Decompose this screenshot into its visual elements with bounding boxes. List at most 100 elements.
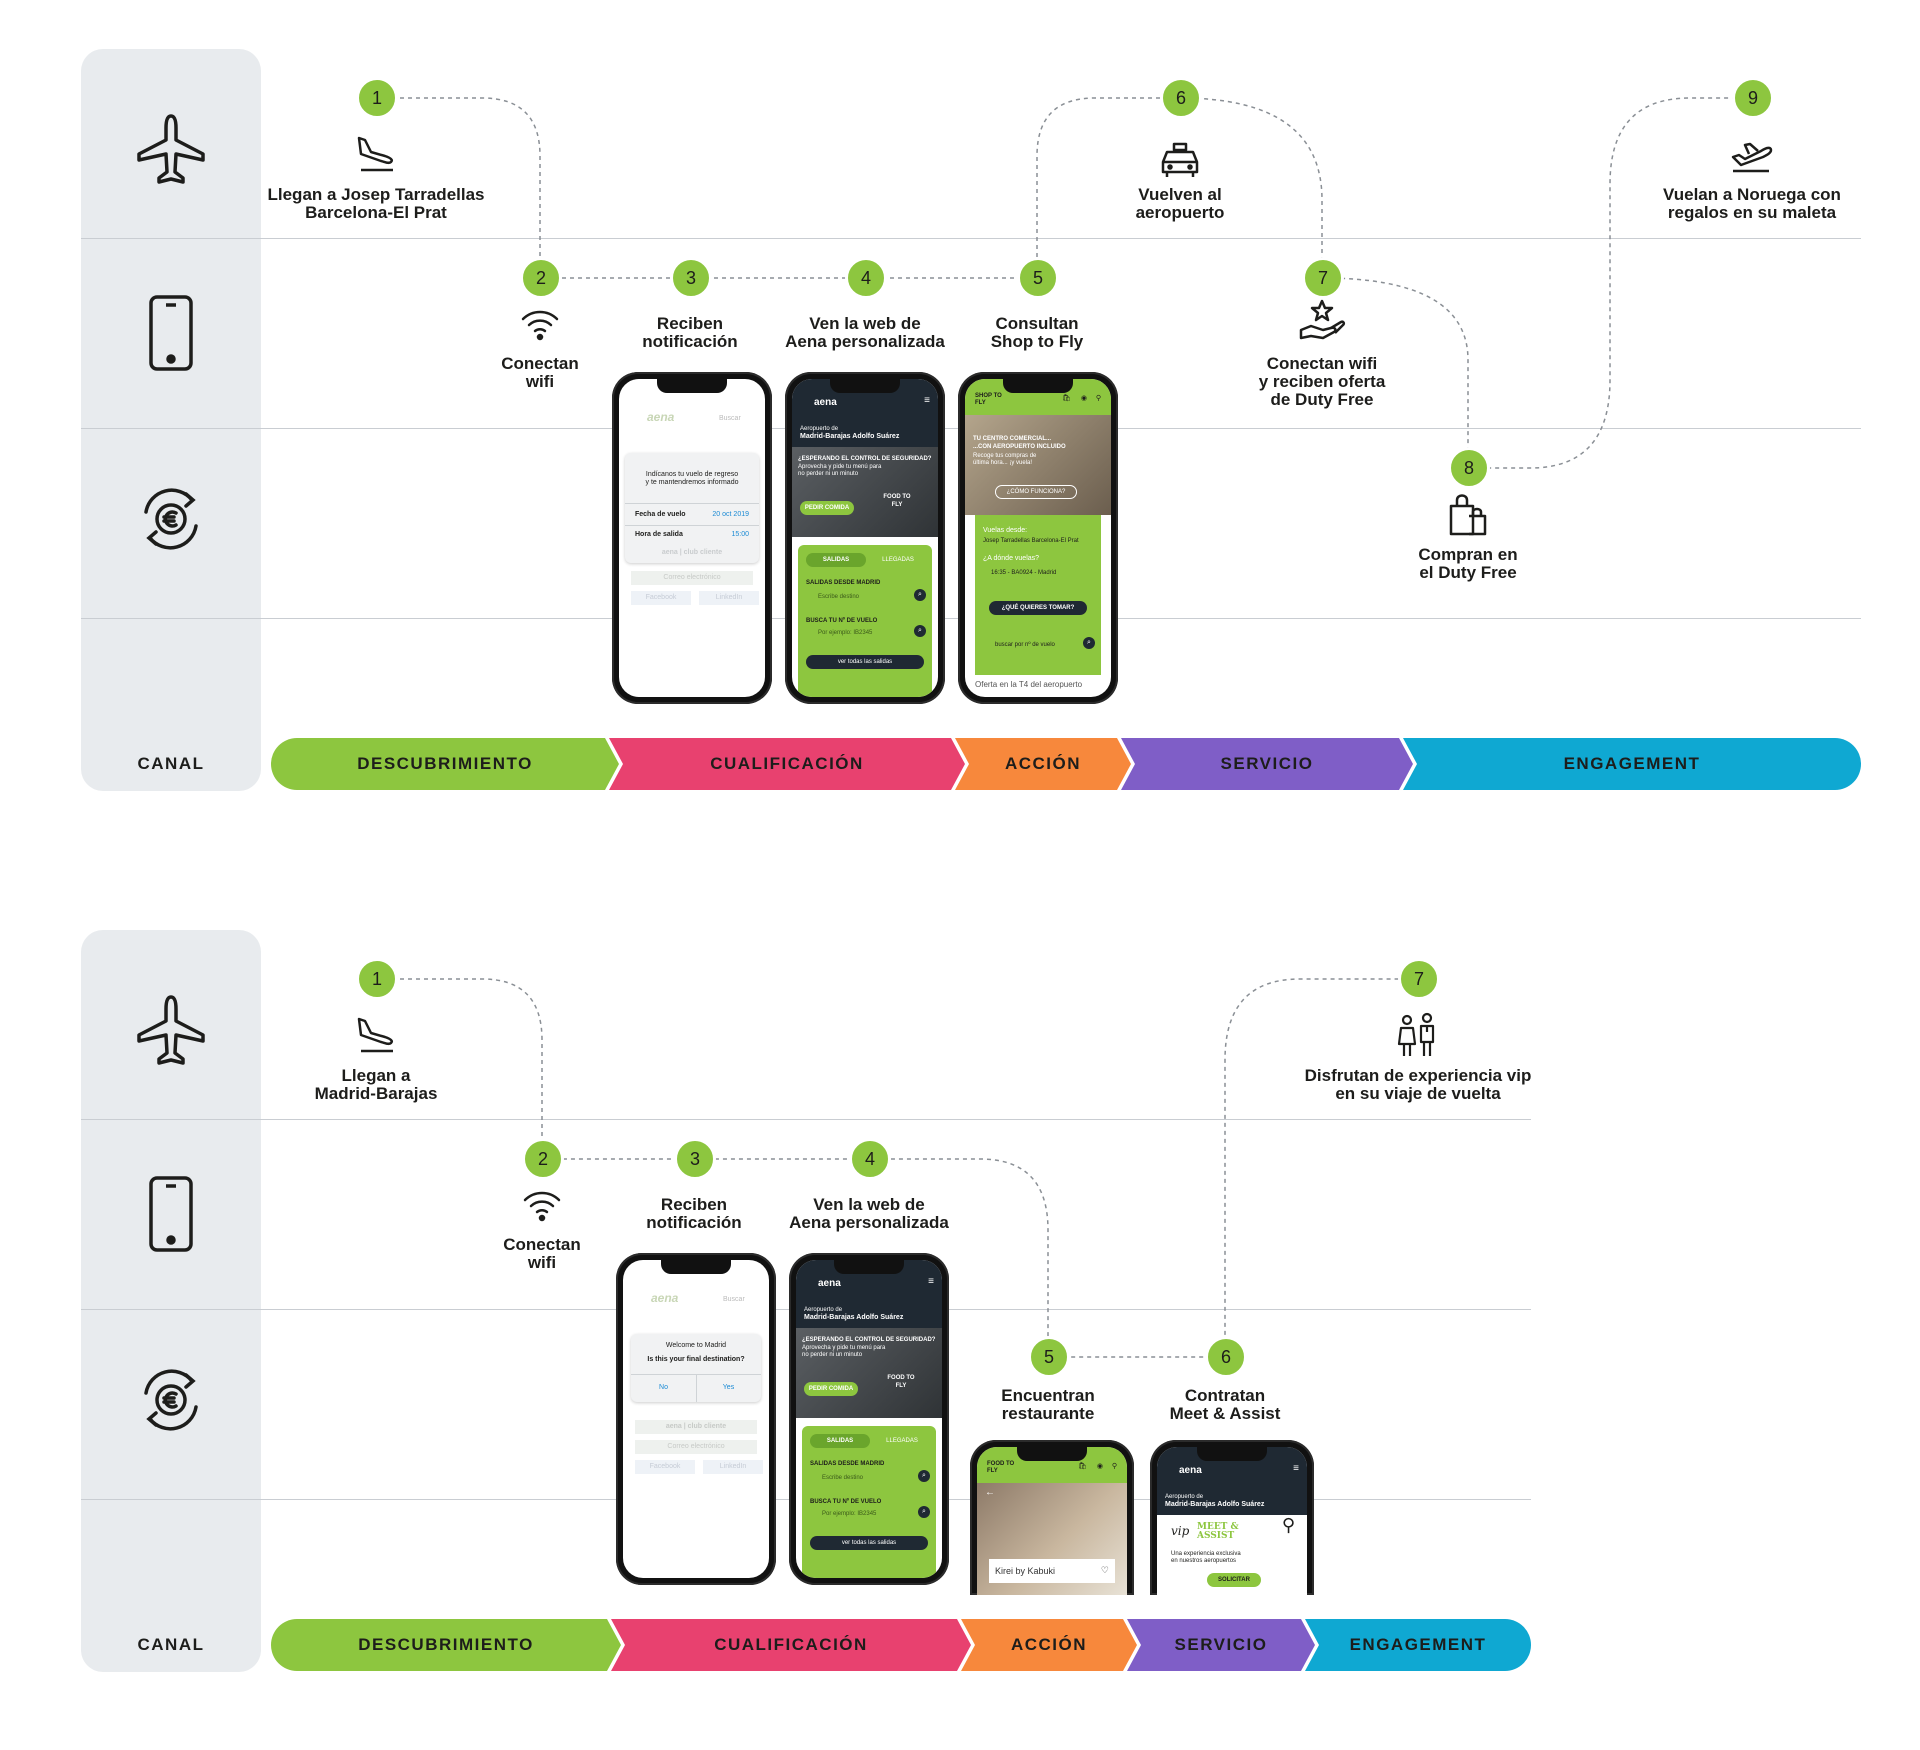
food-promo: ¿ESPERANDO EL CONTROL DE SEGURIDAD? Apro… [792,447,938,537]
email-button[interactable]: Correo electrónico [635,1440,757,1454]
destination-input[interactable]: Escribe destino [822,1475,864,1481]
yes-button[interactable]: Yes [722,1384,735,1391]
linkedin-button[interactable]: LinkedIn [699,591,759,605]
canal-column [81,49,261,791]
airport-name: Madrid-Barajas Adolfo Suárez [800,433,900,440]
phone-meet-assist: aena ≡ Aeropuerto de Madrid-Barajas Adol… [1150,1440,1314,1595]
departure-time-label: Hora de salida [635,531,683,538]
flight-number-heading: BUSCA TU Nº DE VUELO [806,618,878,624]
facebook-button[interactable]: Facebook [635,1460,695,1474]
phone-screen: aena ≡ Aeropuerto de Madrid-Barajas Adol… [792,379,938,697]
tab-departures[interactable]: SALIDAS [810,1434,870,1448]
flight-number-input[interactable]: Por ejemplo: IB2345 [818,630,873,636]
flight-number-input[interactable]: Por ejemplo: IB2345 [822,1511,877,1517]
hero-text: Recoge tus compras de última hora... ¡y … [973,453,1037,466]
search-icon[interactable]: ⌕ [918,1470,930,1482]
tab-departures[interactable]: SALIDAS [806,553,866,567]
welcome-card: Welcome to Madrid Is this your final des… [631,1334,761,1402]
restaurant-name: Kirei by Kabuki [995,1566,1056,1576]
menu-icon[interactable]: ≡ [1293,1463,1299,1474]
airplane-icon [126,986,216,1076]
location-icon[interactable]: ⚲ [1111,1463,1117,1470]
back-icon[interactable]: ← [985,1487,995,1498]
flight-date-value[interactable]: 20 oct 2019 [712,511,749,518]
step-number: 3 [674,1138,716,1180]
departure-time-value[interactable]: 15:00 [731,531,749,538]
phone-notch [657,379,727,393]
vip-people-icon [1393,1010,1443,1056]
tab-arrivals[interactable]: LLEGADAS [886,1438,918,1444]
all-departures-button[interactable]: ver todas las salidas [810,1536,928,1550]
linkedin-button[interactable]: LinkedIn [703,1460,763,1474]
stage-accion: ACCIÓN [955,738,1131,790]
order-food-button[interactable]: PEDIR COMIDA [804,1382,858,1396]
promo-text: Aprovecha y pide tu menú para no perder … [798,464,882,477]
stage-cualificacion: CUALIFICACIÓN [611,1619,971,1671]
phone-shop-to-fly: SHOP TO FLY 🛍 ◉ ⚲ TU CENTRO COMERCIAL...… [958,372,1118,704]
search-link[interactable]: Buscar [723,1296,745,1303]
stage-cualificacion: CUALIFICACIÓN [609,738,965,790]
flight-select[interactable]: 16:35 - BA0924 - Madrid [991,570,1057,576]
promo-text: Aprovecha y pide tu menú para no perder … [802,1345,886,1358]
airport-prefix: Aeropuerto de [804,1307,843,1313]
flights-widget: SALIDAS LLEGADAS SALIDAS DESDE MADRID Es… [798,545,932,697]
smartphone-icon [126,1169,216,1259]
airport-prefix: Aeropuerto de [800,426,839,432]
all-departures-button[interactable]: ver todas las salidas [806,655,924,669]
destination-input[interactable]: Escribe destino [818,594,860,600]
restaurant-card: Kirei by Kabuki ♡ [989,1559,1115,1583]
step-number: 6 [1205,1336,1247,1378]
vip-logo: vip [1171,1524,1190,1538]
what-to-take-button[interactable]: ¿QUÉ QUIERES TOMAR? [989,601,1087,615]
menu-icon[interactable]: ≡ [924,395,930,406]
tab-arrivals[interactable]: LLEGADAS [882,557,914,563]
phone-notch [834,1260,904,1274]
phone-notch [830,379,900,393]
step-number: 4 [845,257,887,299]
email-button[interactable]: Correo electrónico [631,571,753,585]
search-icon[interactable]: ⌕ [1083,637,1095,649]
location-icon[interactable]: ⚲ [1095,395,1101,402]
food-promo: ¿ESPERANDO EL CONTROL DE SEGURIDAD? Apro… [796,1328,942,1418]
club-logo: aena | club cliente [661,549,723,556]
row-divider [81,238,1861,239]
cart-icon[interactable]: 🛍 [1078,1463,1087,1470]
vip-people-icon: ⚲ [1281,1515,1295,1535]
canal-label: CANAL [137,754,205,773]
facebook-button[interactable]: Facebook [631,591,691,605]
flight-search-input[interactable]: buscar por nº de vuelo [995,642,1055,648]
phone-screen: aena Buscar Welcome to Madrid Is this yo… [623,1260,769,1578]
step-number: 3 [670,257,712,299]
phone-notification: aena Buscar Welcome to Madrid Is this yo… [616,1253,776,1585]
menu-icon[interactable]: ≡ [928,1276,934,1287]
wifi-icon [517,1186,567,1228]
how-it-works-button[interactable]: ¿CÓMO FUNCIONA? [995,485,1077,499]
phone-screen: FOOD TO FLY 🛍 ◉ ⚲ ← Kirei by Kabuki ♡ [977,1447,1127,1595]
search-icon[interactable]: ⌕ [914,589,926,601]
request-button[interactable]: SOLICITAR [1207,1573,1261,1587]
step-number: 4 [849,1138,891,1180]
to-label: ¿A dónde vuelas? [983,555,1040,562]
phone-aena-web: aena ≡ Aeropuerto de Madrid-Barajas Adol… [785,372,945,704]
step-number: 8 [1448,447,1490,489]
step-number: 7 [1302,257,1344,299]
cart-icon[interactable]: 🛍 [1062,395,1071,402]
search-icon[interactable]: ⌕ [914,625,926,637]
account-icon[interactable]: ◉ [1080,395,1087,402]
heart-icon[interactable]: ♡ [1100,1565,1109,1575]
no-button[interactable]: No [659,1384,668,1391]
order-food-button[interactable]: PEDIR COMIDA [800,501,854,515]
search-link[interactable]: Buscar [719,415,741,422]
step-number: 1 [356,958,398,1000]
step-number: 5 [1028,1336,1070,1378]
search-icon[interactable]: ⌕ [918,1506,930,1518]
club-logo: aena | club cliente [635,1420,757,1434]
account-icon[interactable]: ◉ [1096,1463,1103,1470]
hand-star-icon [1297,298,1347,340]
